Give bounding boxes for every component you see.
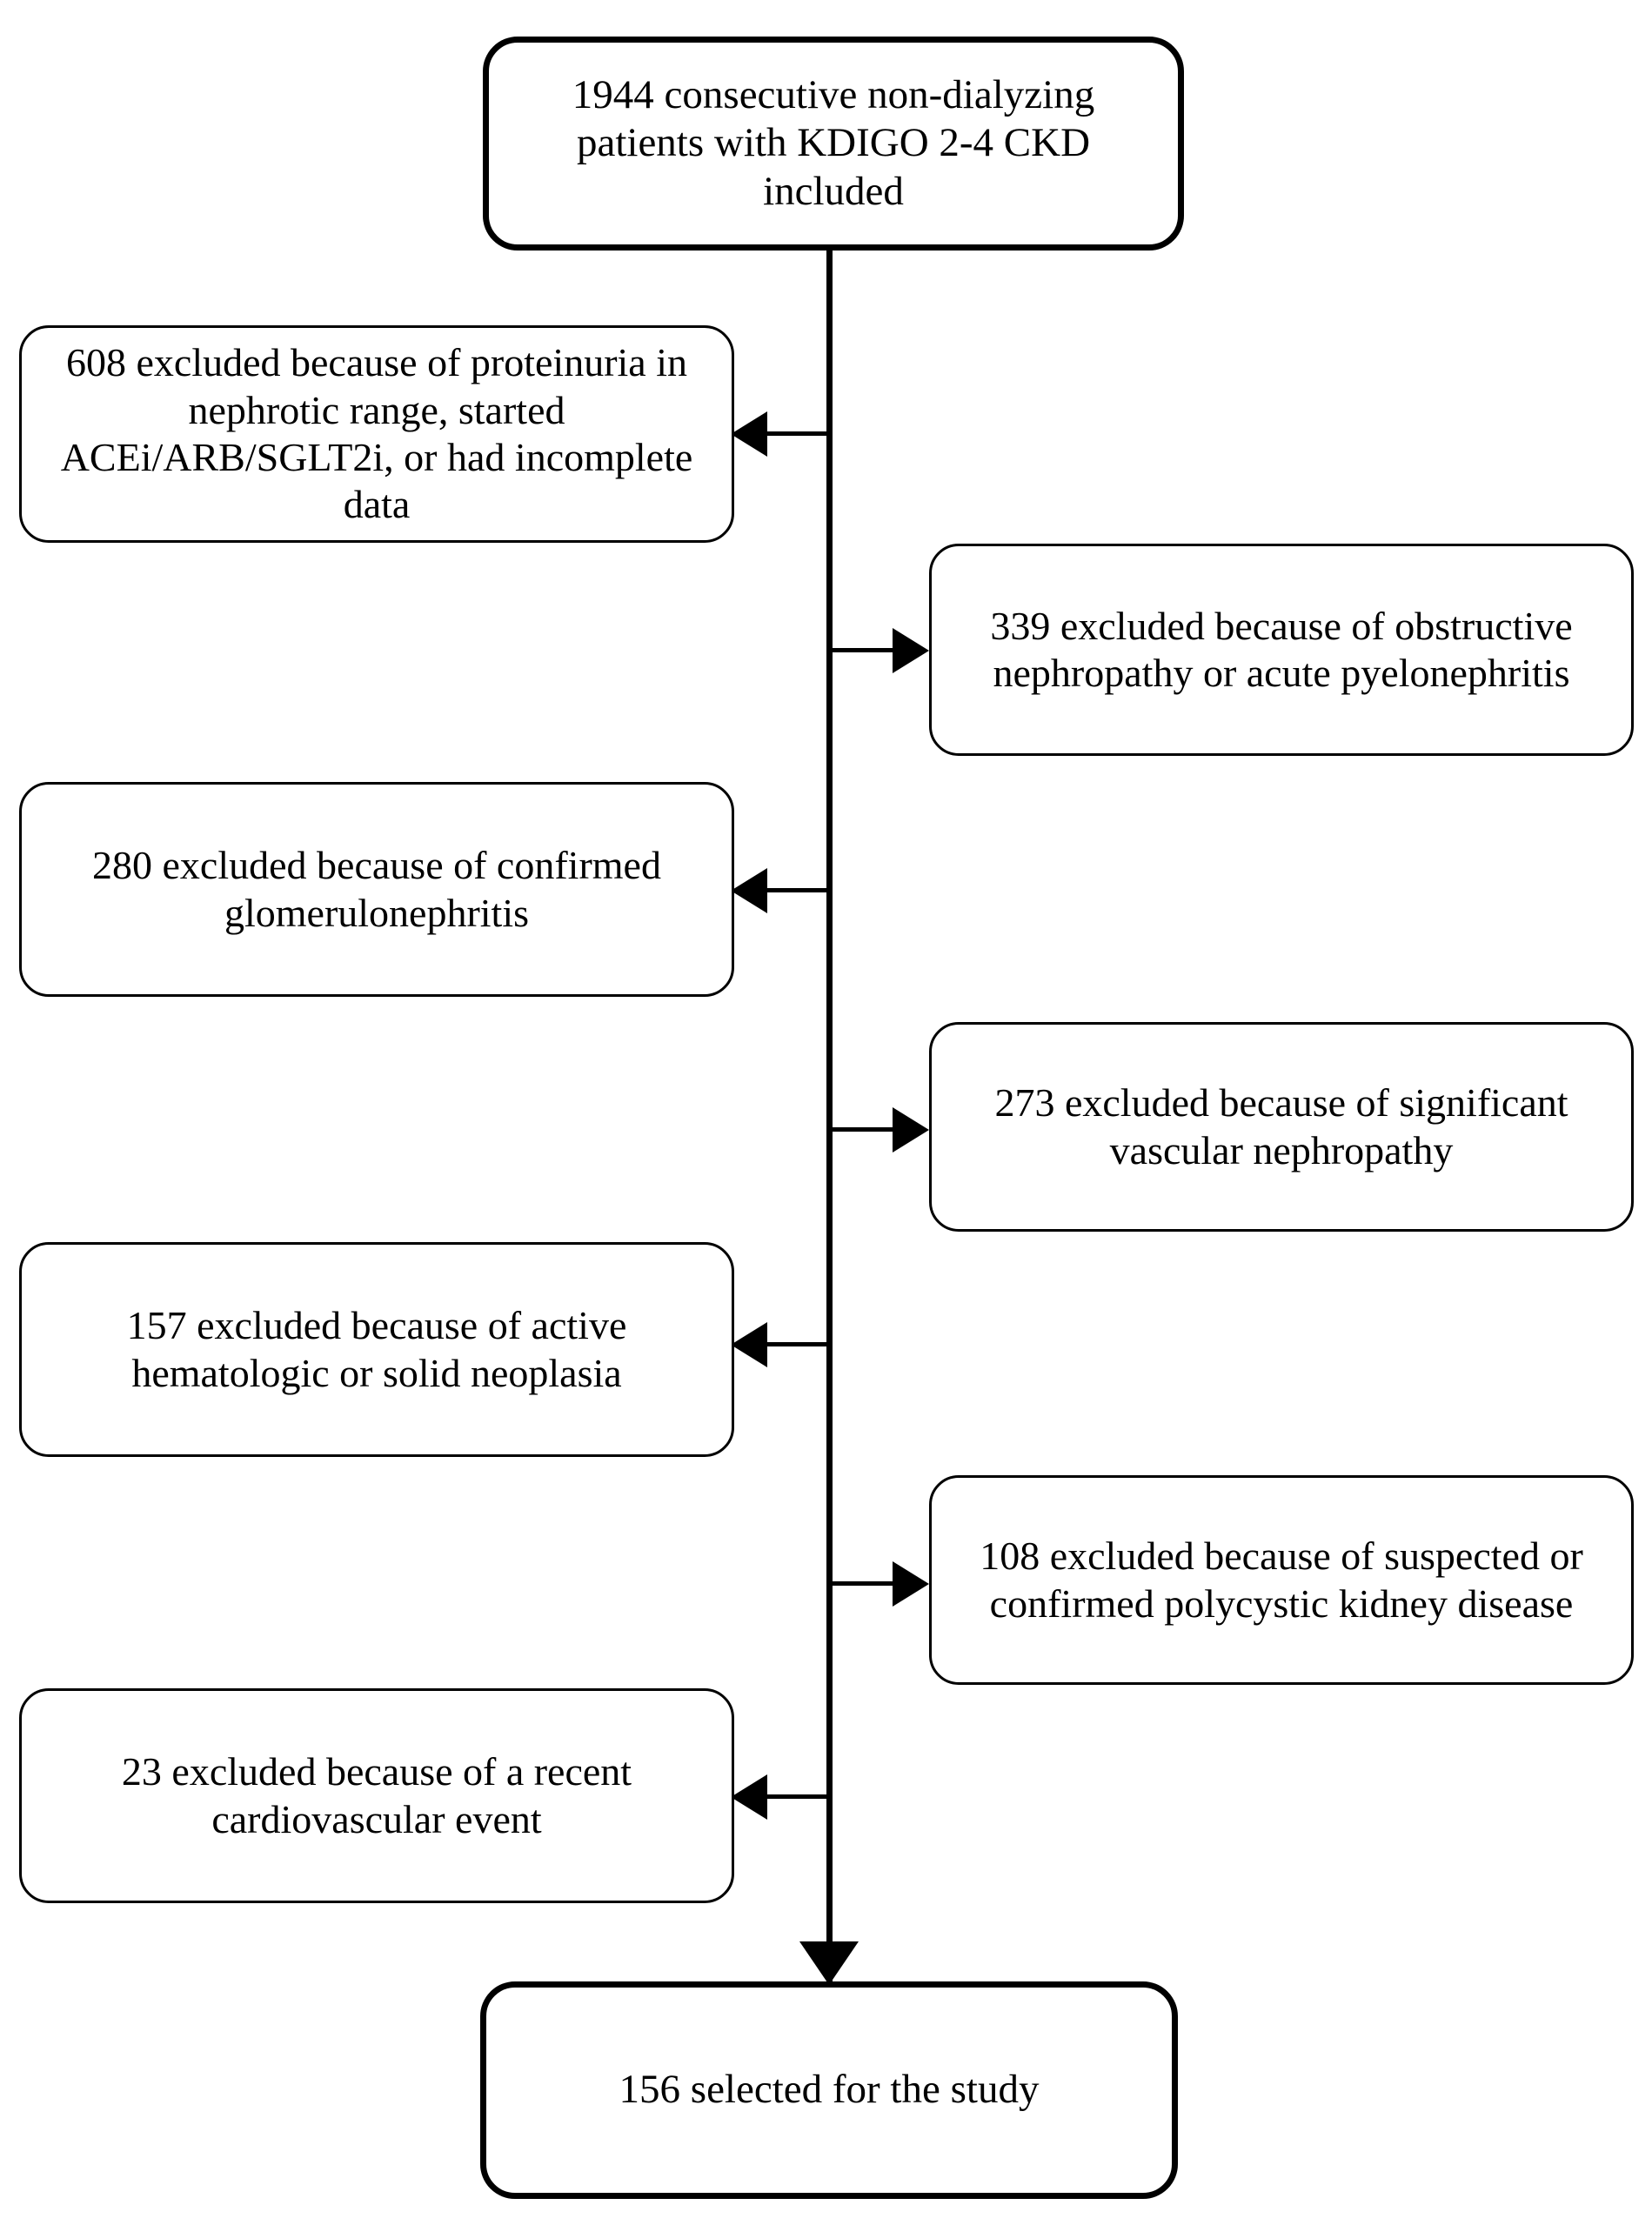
flow-node-exclusion-2-label: 339 excluded because of obstructive neph… [990, 603, 1573, 695]
spine-arrowhead-down-icon [799, 1941, 859, 1985]
arrowhead-left-icon-3 [731, 868, 767, 913]
arrowhead-right-icon-4 [893, 1107, 929, 1153]
flow-node-exclusion-1-label: 608 excluded because of proteinuria in n… [60, 340, 693, 527]
flow-node-start-label: 1944 consecutive non-dialyzing patients … [572, 71, 1095, 214]
arrowhead-left-icon-5 [731, 1322, 767, 1367]
flow-node-exclusion-7-label: 23 excluded because of a recent cardiova… [121, 1749, 632, 1841]
flow-node-exclusion-5-label: 157 excluded because of active hematolog… [126, 1303, 627, 1395]
flow-node-exclusion-2: 339 excluded because of obstructive neph… [929, 544, 1634, 756]
arrowhead-left-icon-7 [731, 1774, 767, 1820]
flow-node-end: 156 selected for the study [480, 1981, 1178, 2199]
flow-node-start: 1944 consecutive non-dialyzing patients … [483, 37, 1184, 251]
flow-node-exclusion-3-label: 280 excluded because of confirmed glomer… [92, 843, 661, 935]
connector-to-exclusion-5 [766, 1342, 830, 1346]
connector-to-exclusion-3 [766, 888, 830, 892]
flow-node-exclusion-1: 608 excluded because of proteinuria in n… [19, 325, 734, 543]
arrowhead-right-icon-2 [893, 628, 929, 673]
connector-to-exclusion-7 [766, 1794, 830, 1799]
flow-node-exclusion-4-label: 273 excluded because of significant vasc… [994, 1080, 1568, 1173]
flow-node-exclusion-6-label: 108 excluded because of suspected or con… [980, 1533, 1583, 1626]
main-flow-spine [826, 245, 833, 1983]
connector-to-exclusion-4 [830, 1127, 893, 1132]
flow-node-exclusion-7: 23 excluded because of a recent cardiova… [19, 1688, 734, 1903]
connector-to-exclusion-2 [830, 648, 893, 652]
flow-node-exclusion-5: 157 excluded because of active hematolog… [19, 1242, 734, 1457]
flow-node-exclusion-3: 280 excluded because of confirmed glomer… [19, 782, 734, 997]
arrowhead-right-icon-6 [893, 1561, 929, 1607]
flow-node-exclusion-4: 273 excluded because of significant vasc… [929, 1022, 1634, 1232]
connector-to-exclusion-1 [766, 431, 830, 436]
connector-to-exclusion-6 [830, 1581, 893, 1586]
flow-node-exclusion-6: 108 excluded because of suspected or con… [929, 1475, 1634, 1685]
arrowhead-left-icon-1 [731, 411, 767, 457]
flow-node-end-label: 156 selected for the study [619, 2067, 1040, 2113]
